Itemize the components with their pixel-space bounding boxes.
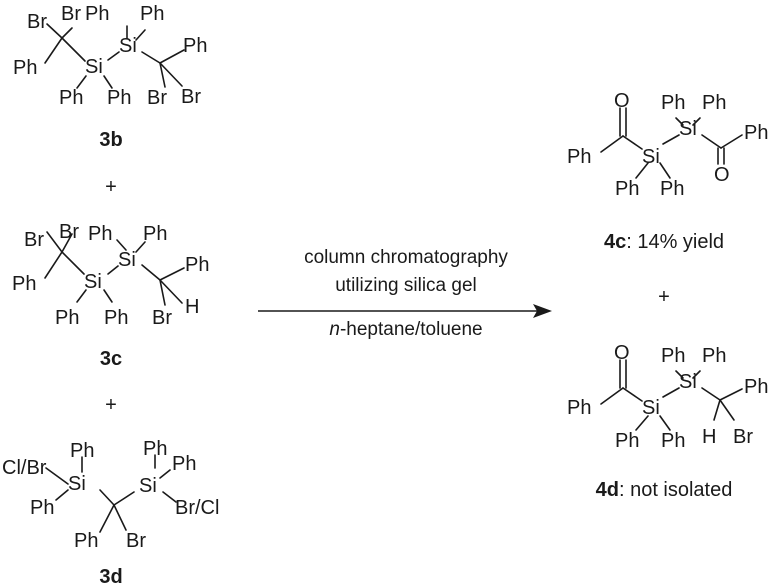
phenyl-group: Ph — [615, 430, 639, 452]
compound-3c-structure — [44, 231, 185, 306]
silicon-atom: Si — [118, 249, 136, 271]
reaction-conditions-line-2: utilizing silica gel — [335, 275, 477, 296]
phenyl-group: Ph — [661, 345, 685, 367]
bromine-atom: Br — [733, 426, 753, 448]
silicon-atom: Si — [119, 35, 137, 57]
silicon-atom: Si — [642, 397, 660, 419]
solvent-prefix: n — [329, 319, 340, 340]
halogen-substituent: Cl/Br — [2, 457, 47, 479]
reaction-solvent: n-heptane/toluene — [329, 319, 482, 340]
bromine-atom: Br — [61, 3, 81, 25]
phenyl-group: Ph — [107, 87, 131, 109]
oxygen-atom: O — [614, 342, 630, 364]
compound-label-4d: 4d — [596, 479, 619, 501]
compound-label-3d: 3d — [99, 566, 122, 584]
halogen-substituent: Br/Cl — [175, 497, 219, 519]
phenyl-group: Ph — [70, 440, 94, 462]
oxygen-atom: O — [714, 164, 730, 186]
phenyl-group: Ph — [30, 497, 54, 519]
phenyl-group: Ph — [88, 223, 112, 245]
plus-sign: + — [105, 176, 117, 198]
phenyl-group: Ph — [661, 430, 685, 452]
compound-3d-structure — [45, 454, 177, 533]
phenyl-group: Ph — [140, 3, 164, 25]
plus-sign: + — [105, 394, 117, 416]
phenyl-group: Ph — [12, 273, 36, 295]
phenyl-group: Ph — [74, 530, 98, 552]
silicon-atom: Si — [139, 475, 157, 497]
silicon-atom: Si — [642, 146, 660, 168]
plus-sign: + — [658, 286, 670, 308]
phenyl-group: Ph — [172, 453, 196, 475]
bromine-atom: Br — [152, 307, 172, 329]
phenyl-group: Ph — [744, 376, 768, 398]
product-4c-caption: 4c: 14% yield — [604, 231, 724, 253]
silicon-atom: Si — [85, 56, 103, 78]
solvent-name: -heptane/toluene — [340, 319, 483, 340]
hydrogen-atom: H — [185, 296, 199, 318]
phenyl-group: Ph — [104, 307, 128, 329]
bromine-atom: Br — [27, 11, 47, 33]
oxygen-atom: O — [614, 90, 630, 112]
product-4d-caption: 4d: not isolated — [596, 479, 733, 501]
phenyl-group: Ph — [183, 35, 207, 57]
phenyl-group: Ph — [85, 3, 109, 25]
phenyl-group: Ph — [185, 254, 209, 276]
bromine-atom: Br — [147, 87, 167, 109]
phenyl-group: Ph — [702, 345, 726, 367]
phenyl-group: Ph — [702, 92, 726, 114]
phenyl-group: Ph — [661, 92, 685, 114]
phenyl-group: Ph — [143, 223, 167, 245]
hydrogen-atom: H — [702, 426, 716, 448]
isolation-note: : not isolated — [619, 479, 732, 501]
phenyl-group: Ph — [55, 307, 79, 329]
compound-label-3b: 3b — [99, 129, 122, 151]
phenyl-group: Ph — [567, 397, 591, 419]
phenyl-group: Ph — [615, 178, 639, 200]
phenyl-group: Ph — [143, 438, 167, 460]
silicon-atom: Si — [68, 473, 86, 495]
compound-label-4c: 4c — [604, 231, 626, 253]
phenyl-group: Ph — [744, 122, 768, 144]
yield-note: : 14% yield — [626, 231, 724, 253]
bromine-atom: Br — [126, 530, 146, 552]
compound-4c-structure — [600, 107, 743, 179]
bromine-atom: Br — [24, 229, 44, 251]
silicon-atom: Si — [679, 371, 697, 393]
phenyl-group: Ph — [567, 146, 591, 168]
reaction-conditions-line-1: column chromatography — [304, 247, 508, 268]
bromine-atom: Br — [181, 86, 201, 108]
bromine-atom: Br — [59, 221, 79, 243]
silicon-atom: Si — [84, 271, 102, 293]
compound-3b-structure — [44, 23, 185, 89]
silicon-atom: Si — [679, 118, 697, 140]
reaction-arrow — [258, 304, 552, 318]
compound-4d-structure — [600, 359, 743, 431]
phenyl-group: Ph — [660, 178, 684, 200]
phenyl-group: Ph — [13, 57, 37, 79]
compound-label-3c: 3c — [100, 348, 122, 370]
phenyl-group: Ph — [59, 87, 83, 109]
